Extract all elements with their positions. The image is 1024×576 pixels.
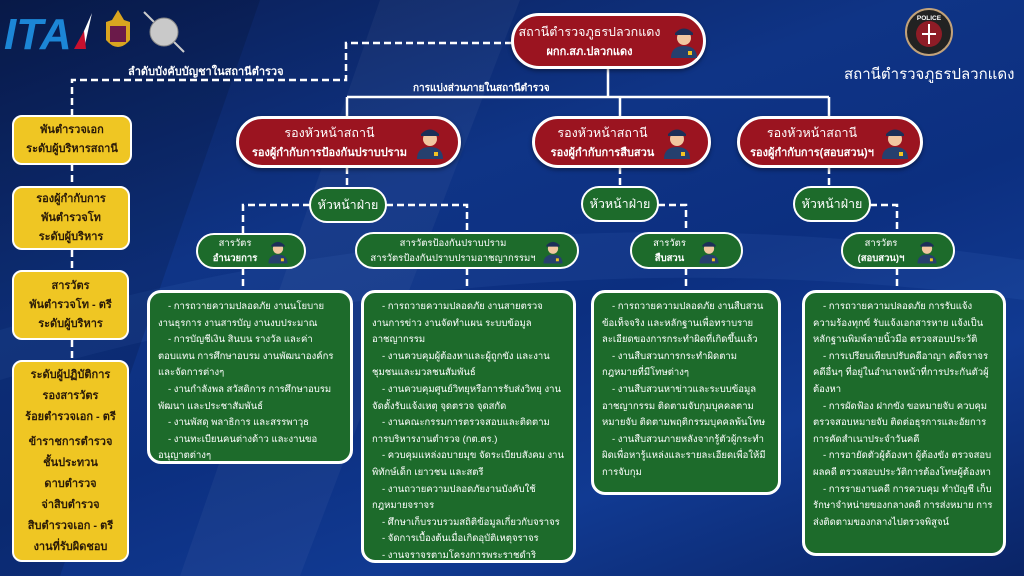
duty-item: - งานควบคุมผู้ต้องหาและผู้ถูกขัง และงานช…	[372, 350, 550, 379]
ita-logo: ITA	[4, 10, 92, 53]
rank-line: ระดับผู้บริหาร	[38, 317, 103, 330]
rank-line: ระดับผู้บริหารสถานี	[26, 143, 118, 155]
police-officer-icon	[881, 129, 908, 159]
rank-box-3: สารวัตรพันตำรวจโท - ตรีระดับผู้บริหาร	[12, 270, 129, 340]
duty-item: - งานทะเบียนคนต่างด้าว และงานขออนุญาตต่า…	[158, 433, 318, 462]
police-officer-icon	[268, 241, 288, 264]
rank-line: ชั้นประทวน	[43, 456, 98, 469]
duty-item: - การถวายความปลอดภัย งานนโยบาย งานธุรการ…	[158, 301, 325, 329]
logo-group: ITA	[4, 8, 186, 54]
deputy-subtitle: รองผู้กำกับการสืบสวน	[550, 147, 655, 159]
duty-item: - งานสืบสวนการกระทำผิดตามกฎหมายที่มีโทษต…	[602, 350, 737, 379]
rank-line: รองผู้กำกับการ	[36, 192, 106, 205]
deputy-title: รองหัวหน้าสถานี	[557, 126, 648, 140]
svg-text:ITA: ITA	[4, 10, 72, 53]
duty-item: - การเปรียบเทียบปรับคดีอาญา คดีจราจร คดี…	[813, 350, 989, 395]
rank-line: จ่าสิบตำรวจ	[41, 498, 100, 511]
rank-line: ระดับผู้บริหาร	[38, 230, 104, 243]
deputy-node-inquiry: รองหัวหน้าสถานีรองผู้กำกับการ(สอบสวน)ฯ	[737, 116, 923, 168]
station-commander-node: สถานีตำรวจภูธรปลวกแดง ผกก.สภ.ปลวกแดง	[511, 13, 706, 69]
inspector-title: สารวัตร	[653, 237, 686, 249]
police-officer-icon	[417, 129, 444, 159]
inspector-subtitle: อำนวยการ	[212, 253, 258, 264]
police-officer-icon	[543, 241, 563, 263]
duty-item: - งานคณะกรรมการตรวจสอบและติดตามการบริหาร…	[372, 417, 550, 445]
duties-box-administration: - การถวายความปลอดภัย งานนโยบาย งานธุรการ…	[147, 290, 353, 464]
division-label: การแบ่งส่วนภายในสถานีตำรวจ	[413, 83, 550, 94]
duty-item: - การถวายความปลอดภัย การรับแจ้งความร้องท…	[813, 301, 984, 346]
section-head-node-3: หัวหน้าฝ่าย	[793, 186, 871, 222]
station-police-logo-icon: POLICE	[903, 8, 955, 61]
section-head-node-1: หัวหน้าฝ่าย	[309, 187, 387, 223]
inspector-subtitle: สารวัตรป้องกันปราบปรามอาชญากรรมฯ	[370, 252, 536, 264]
duty-item: - การบัญชีเงิน สินบน รางวัล และค่าตอบแทน…	[158, 334, 334, 379]
station-title: สถานีตำรวจภูธรปลวกแดง	[518, 25, 661, 39]
inspector-node-investigation: สารวัตรสืบสวน	[630, 232, 743, 269]
duty-item: - การถวายความปลอดภัย งานสืบสวนข้อเท็จจริ…	[602, 301, 764, 346]
inspector-subtitle: (สอบสวน)ฯ	[857, 252, 905, 264]
inspector-node-administration: สารวัตรอำนวยการ	[196, 233, 306, 269]
police-officer-icon	[917, 241, 937, 263]
rank-line: พันตำรวจเอก	[40, 124, 104, 136]
rank-line: พันตำรวจโท - ตรี	[29, 298, 112, 311]
duty-item: - ควบคุมแหล่งอบายมุข จัดระเบียบสังคม งาน…	[372, 450, 564, 478]
police-officer-icon	[670, 28, 697, 58]
duties-box-inquiry: - การถวายความปลอดภัย การรับแจ้งความร้องท…	[802, 290, 1006, 556]
rank-line: ร้อยตำรวจเอก - ตรี	[25, 410, 116, 423]
chain-of-command-label: ลำดับบังคับบัญชาในสถานีตำรวจ	[128, 66, 284, 78]
rank-box-2: รองผู้กำกับการพันตำรวจโทระดับผู้บริหาร	[12, 186, 130, 250]
deputy-node-crime-prevention: รองหัวหน้าสถานีรองผู้กำกับการป้องกันปราบ…	[236, 116, 461, 168]
duty-item: - งานสืบสวนหาข่าวและระบบข้อมูลอาชญากรรม …	[602, 383, 766, 429]
deputy-node-investigation: รองหัวหน้าสถานีรองผู้กำกับการสืบสวน	[532, 116, 711, 168]
rank-line: ดาบตำรวจ	[44, 477, 97, 490]
duty-item: - ศึกษาเก็บรวบรวมสถิติข้อมูลเกี่ยวกับจรา…	[382, 516, 560, 528]
station-name: สถานีตำรวจภูธรปลวกแดง	[844, 66, 1015, 83]
duty-item: - งานพัสดุ พลาธิการ และสรรพาวุธ	[168, 417, 309, 429]
police-badge-icon	[143, 11, 185, 53]
police-academy-emblem-icon	[106, 10, 130, 47]
rank-line: สารวัตร	[51, 279, 90, 292]
duty-item: - การอายัดตัวผู้ต้องหา ผู้ต้องขัง ตรวจสอ…	[813, 450, 992, 478]
deputy-subtitle: รองผู้กำกับการ(สอบสวน)ฯ	[750, 147, 874, 159]
section-head-node-2: หัวหน้าฝ่าย	[581, 186, 659, 222]
duty-item: - งานกำลังพล สวัสดิการ การศึกษาอบรม พัฒน…	[158, 383, 332, 412]
inspector-node-inquiry: สารวัตร (สอบสวน)ฯ	[841, 232, 955, 269]
deputy-subtitle: รองผู้กำกับการป้องกันปราบปราม	[251, 147, 408, 159]
duty-item: - การถวายความปลอดภัย งานสายตรวจ งานการข่…	[372, 301, 543, 346]
duty-item: - จัดการเบื้องต้นเมื่อเกิดอุบัติเหตุจราจ…	[382, 533, 539, 545]
duty-item: - การรายงานคดี การควบคุม ทำบัญชี เก็บรัก…	[813, 483, 993, 528]
rank-line: สิบตำรวจเอก - ตรี	[27, 519, 114, 532]
inspector-subtitle: สืบสวน	[654, 252, 685, 264]
rank-line: รองสารวัตร	[42, 389, 99, 402]
rank-line: ข้าราชการตำรวจ	[28, 435, 113, 448]
rank-line: งานที่รับผิดชอบ	[33, 540, 108, 553]
police-officer-icon	[664, 129, 691, 159]
rank-line: ระดับผู้ปฏิบัติการ	[30, 368, 111, 381]
inspector-node-crime-prevention: สารวัตรป้องกันปราบปรามสารวัตรป้องกันปราบ…	[355, 232, 579, 269]
inspector-title: สารวัตร	[864, 237, 898, 249]
police-logo-text: POLICE	[917, 15, 942, 22]
rank-box-4: ระดับผู้ปฏิบัติการรองสารวัตรร้อยตำรวจเอก…	[12, 360, 129, 562]
duties-box-investigation: - การถวายความปลอดภัย งานสืบสวนข้อเท็จจริ…	[591, 290, 781, 495]
deputy-title: รองหัวหน้าสถานี	[284, 126, 375, 140]
duty-item: - งานถวายความปลอดภัยงานบังคับใช้กฎหมายจร…	[372, 483, 536, 512]
duty-item: - งานจราจรตามโครงการพระราชดำริ	[382, 549, 537, 561]
rank-line: พันตำรวจโท	[41, 211, 101, 224]
inspector-title: สารวัตร	[218, 238, 252, 249]
deputy-title: รองหัวหน้าสถานี	[766, 126, 858, 140]
commander-title: ผกก.สภ.ปลวกแดง	[546, 46, 633, 58]
inspector-title: สารวัตรป้องกันปราบปราม	[399, 237, 507, 249]
duty-item: - การผัดฟ้อง ฝากขัง ขอหมายจับ ควบคุมตรวจ…	[813, 400, 988, 445]
duty-item: - งานควบคุมศูนย์วิทยุหรือการรับส่งวิทยุ …	[372, 383, 561, 412]
duties-box-crime-prevention: - การถวายความปลอดภัย งานสายตรวจ งานการข่…	[361, 290, 576, 563]
police-officer-icon	[699, 241, 719, 263]
duty-item: - งานสืบสวนภายหลังจากรู้ตัวผู้กระทำผิดเพ…	[602, 433, 766, 478]
rank-box-1: พันตำรวจเอกระดับผู้บริหารสถานี	[12, 115, 132, 165]
